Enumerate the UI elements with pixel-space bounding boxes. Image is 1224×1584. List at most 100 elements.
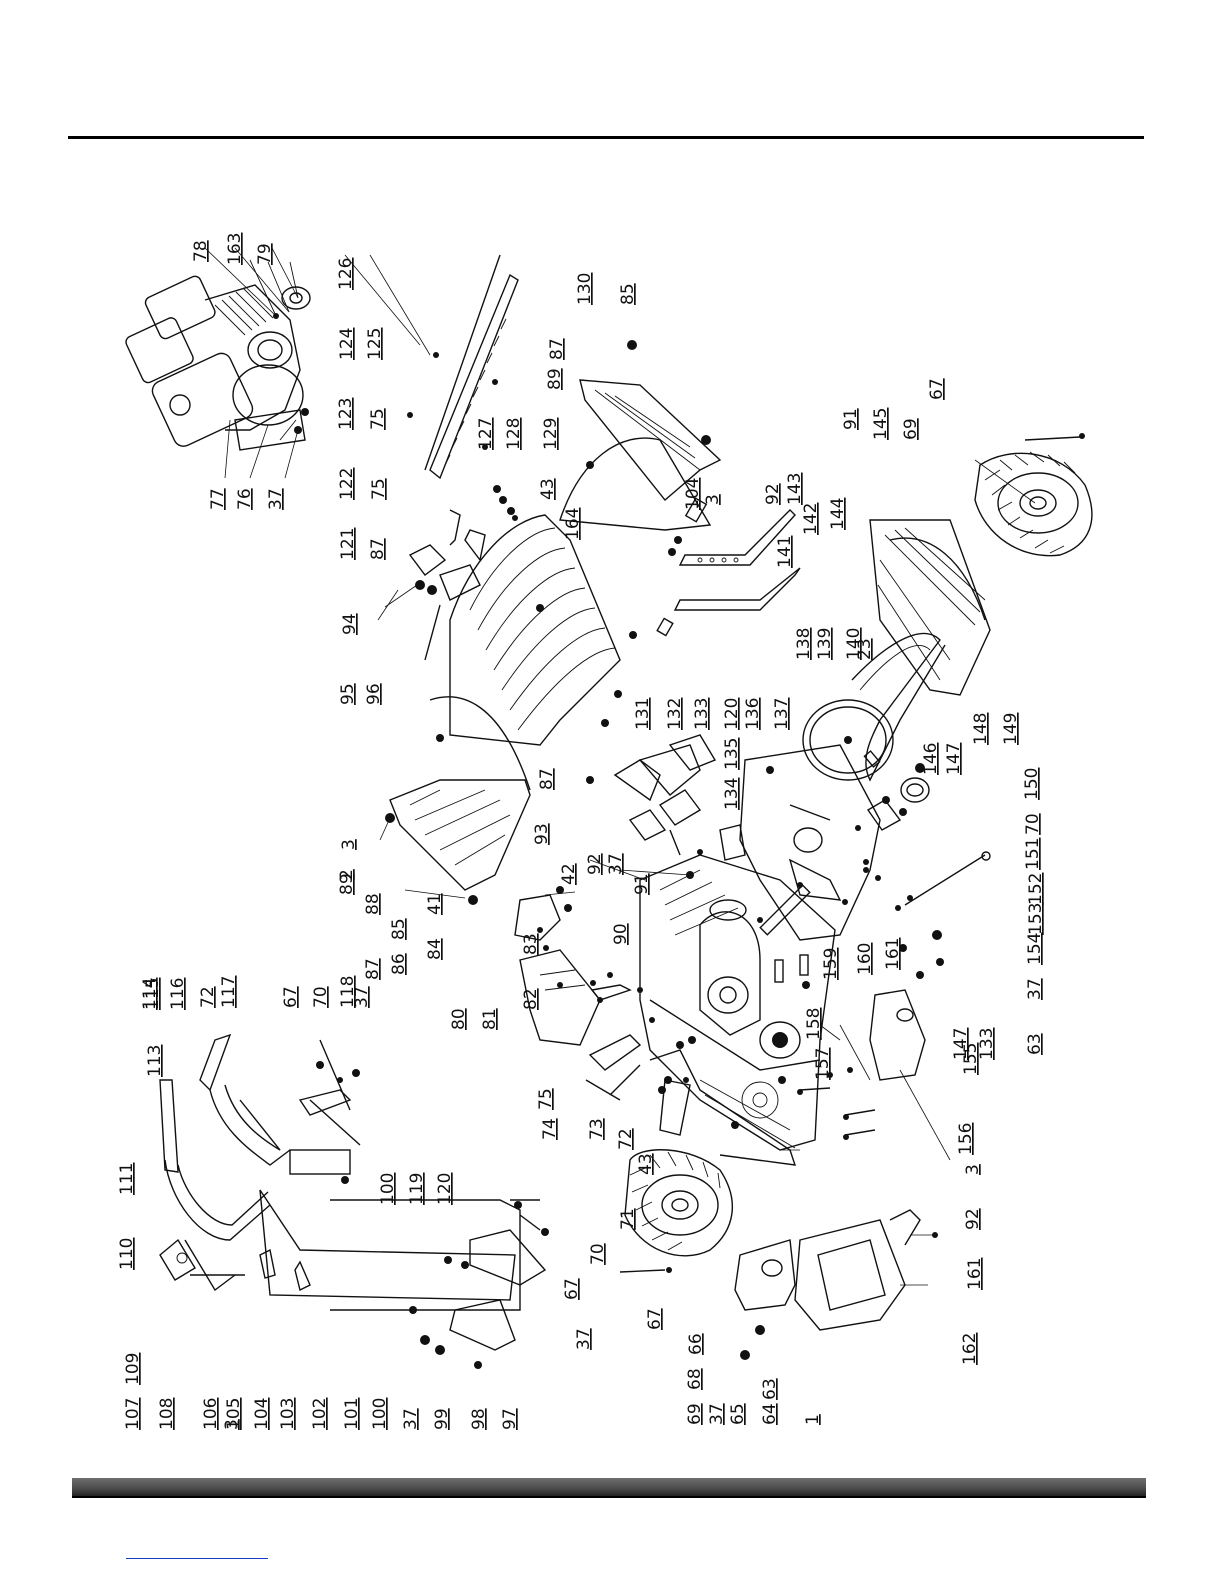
- callout-right-labels-32: 156: [956, 1123, 976, 1155]
- callout-center-labels-15: 37: [606, 853, 626, 875]
- callout-right-labels-33: 3: [963, 1164, 983, 1175]
- callout-left-column-9: 37: [352, 986, 372, 1008]
- callout-right-labels-6: 136: [743, 698, 763, 730]
- wheel-left-drawing: [619, 1149, 734, 1273]
- callout-left-column-12: 120: [435, 1173, 455, 1205]
- callout-center-labels-11: 80: [449, 1008, 469, 1030]
- callout-center-bottom-2: 73: [587, 1118, 607, 1140]
- callout-upper-right-25: 67: [927, 378, 947, 400]
- callout-right-labels-15: 149: [1001, 713, 1021, 745]
- callout-right-labels-3: 120: [722, 698, 742, 730]
- callout-right-labels-11: 23: [855, 638, 875, 660]
- callout-right-labels-14: 148: [971, 713, 991, 745]
- callout-left-bottom-4: 111: [117, 1163, 137, 1195]
- callout-upper-right-15: 104: [683, 478, 703, 510]
- callout-center-bottom-1: 74: [540, 1118, 560, 1140]
- footer-link-underline[interactable]: [126, 1558, 268, 1559]
- callout-center-labels-3: 88: [363, 893, 383, 915]
- frame-drawing: [514, 849, 836, 1166]
- callout-upper-right-4: 76: [235, 488, 255, 510]
- callout-upper-right-24: 69: [901, 418, 921, 440]
- callout-upper-right-8: 129: [541, 418, 561, 450]
- callout-center-mid-9: 124: [337, 328, 357, 360]
- callout-left-bottom-6: 105: [224, 1398, 244, 1430]
- tine-shield-drawing: [385, 254, 801, 905]
- callout-right-labels-24: 133: [977, 1028, 997, 1060]
- callout-right-labels-34: 92: [963, 1208, 983, 1230]
- callout-center-labels-14: 91: [632, 873, 652, 895]
- callout-center-labels-4: 87: [363, 958, 383, 980]
- callout-center-labels-9: 83: [521, 933, 541, 955]
- callout-upper-right-23: 145: [871, 408, 891, 440]
- callout-center-bottom-16: 63: [760, 1378, 780, 1400]
- callout-center-labels-1: 3: [339, 839, 359, 850]
- callout-upper-right-20: 142: [801, 503, 821, 535]
- callout-right-labels-25: 147: [951, 1028, 971, 1060]
- callout-right-labels-16: 150: [1022, 768, 1042, 800]
- callout-left-column-0: 113: [145, 1045, 165, 1077]
- callout-center-mid-11: 126: [336, 258, 356, 290]
- callout-right-labels-19: 152: [1026, 873, 1046, 905]
- weight-and-guard-drawing: [734, 1209, 938, 1360]
- callout-center-labels-16: 92: [585, 853, 605, 875]
- callout-left-column-1: 114: [140, 978, 160, 1010]
- callout-center-bottom-5: 71: [618, 1208, 638, 1230]
- callout-center-bottom-4: 43: [636, 1153, 656, 1175]
- callout-left-bottom-8: 104: [252, 1398, 272, 1430]
- callout-right-labels-23: 63: [1025, 1033, 1045, 1055]
- callout-upper-right-10: 89: [545, 368, 565, 390]
- header-rule: [68, 136, 1144, 139]
- callout-left-column-7: 70: [311, 986, 331, 1008]
- callout-center-labels-19: 87: [537, 768, 557, 790]
- callout-left-bottom-12: 100: [370, 1398, 390, 1430]
- callout-center-labels-10: 82: [521, 988, 541, 1010]
- callout-center-mid-6: 75: [369, 478, 389, 500]
- callout-upper-right-9: 43: [538, 478, 558, 500]
- callout-right-labels-0: 131: [633, 698, 653, 730]
- callout-left-bottom-7: 3: [222, 1419, 242, 1430]
- callout-upper-right-7: 128: [504, 418, 524, 450]
- callout-center-labels-0: 89: [337, 873, 357, 895]
- callout-center-mid-8: 75: [368, 408, 388, 430]
- callout-left-bottom-9: 103: [278, 1398, 298, 1430]
- callout-right-labels-5: 134: [722, 778, 742, 810]
- callout-upper-right-16: 3: [703, 494, 723, 505]
- callout-center-mid-2: 94: [340, 613, 360, 635]
- callout-center-labels-13: 90: [611, 923, 631, 945]
- leader-lines: [204, 247, 1036, 1286]
- callout-right-labels-17: 70: [1023, 813, 1043, 835]
- callout-right-labels-35: 161: [965, 1258, 985, 1290]
- callout-left-bottom-2: 109: [123, 1353, 143, 1385]
- callout-right-labels-18: 151: [1023, 838, 1043, 870]
- callout-right-labels-21: 154: [1025, 933, 1045, 965]
- callout-left-column-10: 100: [378, 1173, 398, 1205]
- callout-right-labels-2: 133: [692, 698, 712, 730]
- callout-right-labels-4: 135: [722, 738, 742, 770]
- callout-right-labels-8: 138: [794, 628, 814, 660]
- callout-center-mid-0: 95: [338, 683, 358, 705]
- callout-left-column-5: 117: [219, 976, 239, 1008]
- callout-upper-right-6: 127: [476, 418, 496, 450]
- callout-center-labels-18: 93: [532, 823, 552, 845]
- callout-right-labels-22: 37: [1025, 978, 1045, 1000]
- callout-upper-right-14: 164: [563, 508, 583, 540]
- footer-bar: [72, 1478, 1146, 1498]
- callout-center-labels-17: 42: [559, 863, 579, 885]
- callout-upper-right-3: 77: [208, 488, 228, 510]
- callout-left-bottom-3: 110: [117, 1238, 137, 1270]
- callout-center-bottom-17: 1: [803, 1414, 823, 1425]
- callout-upper-right-13: 85: [618, 283, 638, 305]
- callout-center-labels-2: 2: [337, 869, 357, 880]
- callout-right-labels-9: 139: [815, 628, 835, 660]
- callout-upper-right-2: 79: [255, 243, 275, 265]
- callout-center-labels-7: 84: [425, 938, 445, 960]
- callout-right-labels-7: 137: [772, 698, 792, 730]
- callout-center-mid-4: 87: [368, 538, 388, 560]
- callout-upper-right-22: 91: [841, 408, 861, 430]
- callout-right-labels-20: 153: [1026, 903, 1046, 935]
- callout-right-labels-10: 140: [844, 628, 864, 660]
- callout-right-labels-1: 132: [665, 698, 685, 730]
- callout-right-labels-31: 155: [961, 1043, 981, 1075]
- callout-left-bottom-0: 107: [123, 1398, 143, 1430]
- callout-right-labels-27: 160: [855, 943, 875, 975]
